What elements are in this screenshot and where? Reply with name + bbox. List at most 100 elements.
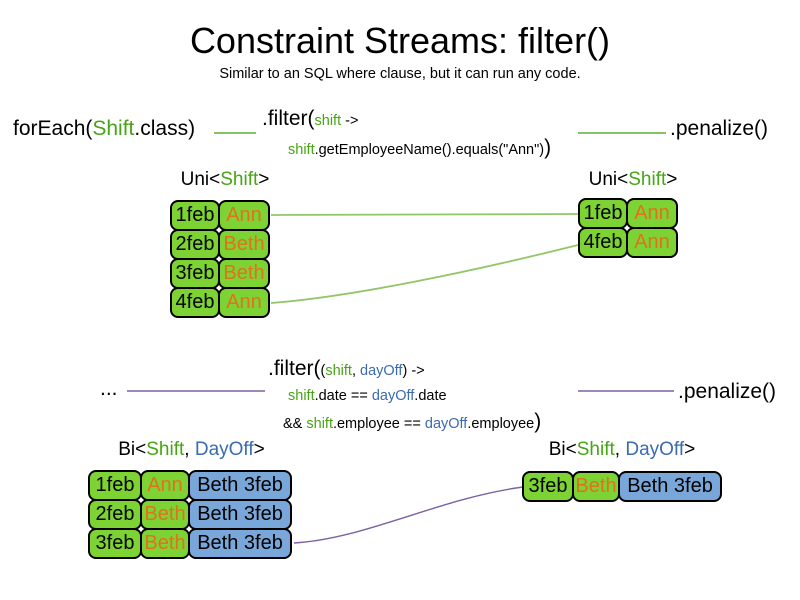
bi-right-label-dayoff: DayOff [625,439,685,460]
dayoff-cell: Beth 3feb [188,470,292,501]
filter1-body-rest: .getEmployeeName().equals("Ann") [314,142,545,158]
shift-employee-cell: Beth [218,258,270,289]
bi-right-table: 3feb Beth Beth 3feb [522,471,722,502]
uni-left-label-type: Shift [220,169,259,190]
filter2-open-paren: ( [320,363,326,379]
dayoff-cell: Beth 3feb [618,471,722,502]
filter2-line2-dayoff: dayOff [371,388,415,404]
filter2-line3-shift: shift [306,416,333,432]
shift-date-cell: 2feb [170,229,220,260]
uni-left-label-pre: Uni< [180,169,221,190]
uni-right-table: 1feb Ann 4feb Ann [578,198,678,258]
filter1-line2: shift.getEmployeeName().equals("Ann")) [288,136,551,160]
uni-left-label: Uni<Shift> [170,169,280,191]
shift-employee-cell: Beth [140,528,190,559]
table-row: 4feb Ann [170,287,270,318]
filter1-body-var: shift [288,142,315,158]
dayoff-cell: Beth 3feb [188,528,292,559]
page-subtitle: Similar to an SQL where clause, but it c… [219,66,581,82]
filter1-arg: shift [314,113,342,129]
uni-right-label-post: > [666,169,678,190]
bi-left-label: Bi<Shift, DayOff> [88,439,295,461]
filter2-arg-shift: shift [325,363,352,379]
shift-employee-cell: Beth [140,499,190,530]
filter1-expression: .filter(shift -> shift.getEmployeeName()… [262,107,551,160]
filter2-line2: shift.date == dayOff.date [288,388,541,404]
filter2-head: .filter( [268,357,321,380]
uni-right-label-type: Shift [628,169,667,190]
shift-date-cell: 1feb [88,470,142,501]
filter1-line1: .filter(shift -> [262,107,551,131]
foreach-class-name: Shift [92,117,135,140]
table-row: 1feb Ann [578,198,678,229]
bi-left-label-shift: Shift [146,439,185,460]
filter2-arrow: -> [407,363,425,379]
foreach-prefix: forEach( [13,117,93,140]
shift-employee-cell: Ann [140,470,190,501]
bi-left-table: 1feb Ann Beth 3feb 2feb Beth Beth 3feb 3… [88,470,292,559]
shift-date-cell: 2feb [88,499,142,530]
uni-left-label-post: > [258,169,270,190]
table-row: 1feb Ann [170,200,270,231]
shift-date-cell: 4feb [578,227,628,258]
shift-employee-cell: Ann [218,287,270,318]
bi-left-label-comma: , [184,439,195,460]
shift-employee-cell: Ann [626,198,678,229]
bi-right-label-pre: Bi< [548,439,577,460]
filter2-line2-shift: shift [288,388,315,404]
dayoff-cell: Beth 3feb [188,499,292,530]
table-row: 2feb Beth Beth 3feb [88,499,292,530]
bi-right-label: Bi<Shift, DayOff> [522,439,722,461]
bi-right-label-shift: Shift [576,439,615,460]
page-title: Constraint Streams: filter() [189,20,611,61]
filter2-close-args: ) [402,363,408,379]
filter1-arrow: -> [341,113,359,129]
shift-employee-cell: Beth [218,229,270,260]
shift-date-cell: 3feb [522,471,574,502]
shift-date-cell: 3feb [170,258,220,289]
bi-right-label-comma: , [614,439,626,460]
filter2-comma: , [351,363,360,379]
shift-date-cell: 1feb [578,198,628,229]
penalize2-expression: .penalize() [678,380,777,403]
shift-date-cell: 3feb [88,528,142,559]
filter2-close-paren: ) [534,410,542,433]
bi-left-label-dayoff: DayOff [194,439,254,460]
connector-bi-row3feb [293,486,524,544]
shift-employee-cell: Ann [218,200,270,231]
table-row: 3feb Beth Beth 3feb [88,528,292,559]
filter2-line2-op: .date == [314,388,372,404]
table-row: 3feb Beth Beth 3feb [522,471,722,502]
filter2-arg-dayoff: dayOff [360,363,403,379]
table-row: 3feb Beth [170,258,270,289]
uni-left-table: 1feb Ann 2feb Beth 3feb Beth 4feb Ann [170,200,270,318]
table-row: 1feb Ann Beth 3feb [88,470,292,501]
table-row: 4feb Ann [578,227,678,258]
shift-date-cell: 4feb [170,287,220,318]
connector-uni-row4feb [270,244,579,304]
filter2-line2-tail: .date [414,388,447,404]
filter2-line3-tail: .employee [467,416,535,432]
filter1-close-paren: ) [544,136,552,159]
foreach-expression: forEach(Shift.class) [13,117,195,141]
foreach-suffix: .class) [134,117,196,140]
uni-right-label: Uni<Shift> [578,169,688,191]
shift-employee-cell: Beth [572,471,620,502]
filter2-line3-op: .employee == [332,416,425,432]
uni-right-label-pre: Uni< [588,169,629,190]
filter2-line3-and: && [283,416,307,432]
penalize1-expression: .penalize() [670,117,769,140]
table-row: 2feb Beth [170,229,270,260]
connector-uni-row1feb [270,213,579,216]
shift-date-cell: 1feb [170,200,220,231]
bi-left-label-pre: Bi< [118,439,147,460]
filter2-line1: .filter((shift, dayOff) -> [268,357,541,381]
filter1-head: .filter( [262,107,315,130]
filter2-line3-dayoff: dayOff [424,416,468,432]
bi-right-label-post: > [684,439,696,460]
filter2-expression: .filter((shift, dayOff) -> shift.date ==… [268,357,541,434]
filter2-line3: && shift.employee == dayOff.employee) [283,410,541,434]
shift-employee-cell: Ann [626,227,678,258]
ellipsis-stream: ... [100,377,118,400]
